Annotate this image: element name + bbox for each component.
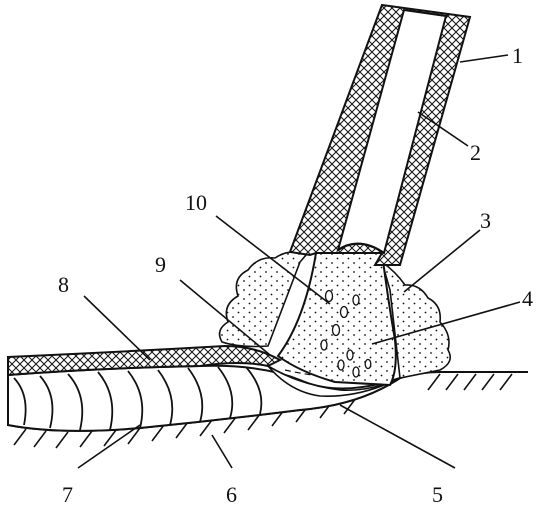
label-8: 8 — [58, 272, 69, 297]
label-1: 1 — [512, 43, 523, 68]
base-metal-hatching-right — [427, 373, 513, 391]
electrode-tip — [337, 242, 385, 254]
bead-ripples — [13, 366, 263, 431]
label-7: 7 — [62, 482, 73, 507]
label-6: 6 — [226, 482, 237, 507]
arc-column — [276, 252, 397, 387]
label-5: 5 — [432, 482, 443, 507]
metal-droplets — [320, 289, 372, 378]
leader-lines — [77, 54, 521, 469]
gas-shield-left — [218, 251, 308, 348]
label-2: 2 — [470, 140, 481, 165]
label-10: 10 — [185, 190, 207, 215]
label-3: 3 — [480, 208, 491, 233]
label-4: 4 — [522, 286, 533, 311]
gas-shield-right — [380, 260, 451, 379]
label-9: 9 — [155, 252, 166, 277]
